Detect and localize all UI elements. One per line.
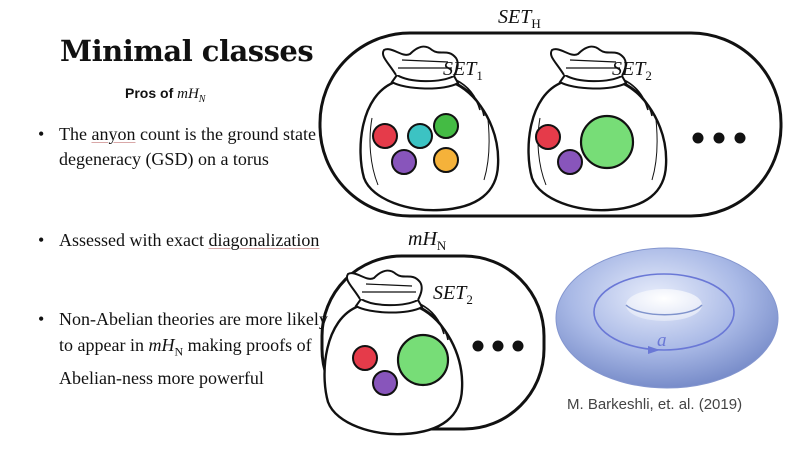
anyon-red [535, 124, 561, 150]
anyon-teal [407, 123, 433, 149]
ellipsis-bottom [472, 340, 524, 352]
bullet-marker: • [38, 309, 45, 329]
slide-title: Minimal classes [60, 34, 314, 68]
cycle-a-loop [593, 273, 735, 351]
anyon-purple [372, 370, 398, 396]
bag-icon [359, 45, 500, 212]
anyon-red [352, 345, 378, 371]
bullet-marker: • [38, 230, 45, 250]
bullet-non-abelian: • Non-Abelian theories are more likely t… [38, 306, 328, 391]
anyon-red [372, 123, 398, 149]
anyon-purple [391, 149, 417, 175]
anyon-purple [557, 149, 583, 175]
anyon-green [433, 113, 459, 139]
underlined-word: anyon [91, 124, 136, 144]
anyon-orange [433, 147, 459, 173]
bullet-anyon-count: • The anyon count is the ground state de… [38, 124, 316, 169]
label-cycle-a: a [657, 330, 667, 351]
slide-subtitle: Pros of mHN [125, 85, 205, 105]
torus-image [555, 247, 779, 389]
citation: M. Barkeshli, et. al. (2019) [567, 396, 743, 413]
underlined-word: diagonalization [208, 230, 320, 250]
label-set-1: SET1 [443, 58, 483, 83]
bullet-exact-diagonalization: • Assessed with exact diagonalization [38, 228, 328, 253]
bullet-marker: • [38, 124, 45, 144]
anyon-big-green [396, 333, 450, 387]
label-set-2-lower: SET2 [433, 282, 473, 307]
ellipsis-top [692, 132, 746, 144]
inline-math: mHN [148, 335, 184, 359]
set-h-container [318, 31, 783, 218]
cycle-arrow-icon [648, 346, 660, 354]
label-set-2: SET2 [612, 58, 652, 83]
subtitle-prefix: Pros of [125, 85, 178, 101]
subtitle-math: mHN [177, 86, 206, 105]
label-mhn: mHN [408, 228, 447, 253]
label-set-h: SETH [498, 6, 541, 31]
anyon-big-green [579, 114, 635, 170]
